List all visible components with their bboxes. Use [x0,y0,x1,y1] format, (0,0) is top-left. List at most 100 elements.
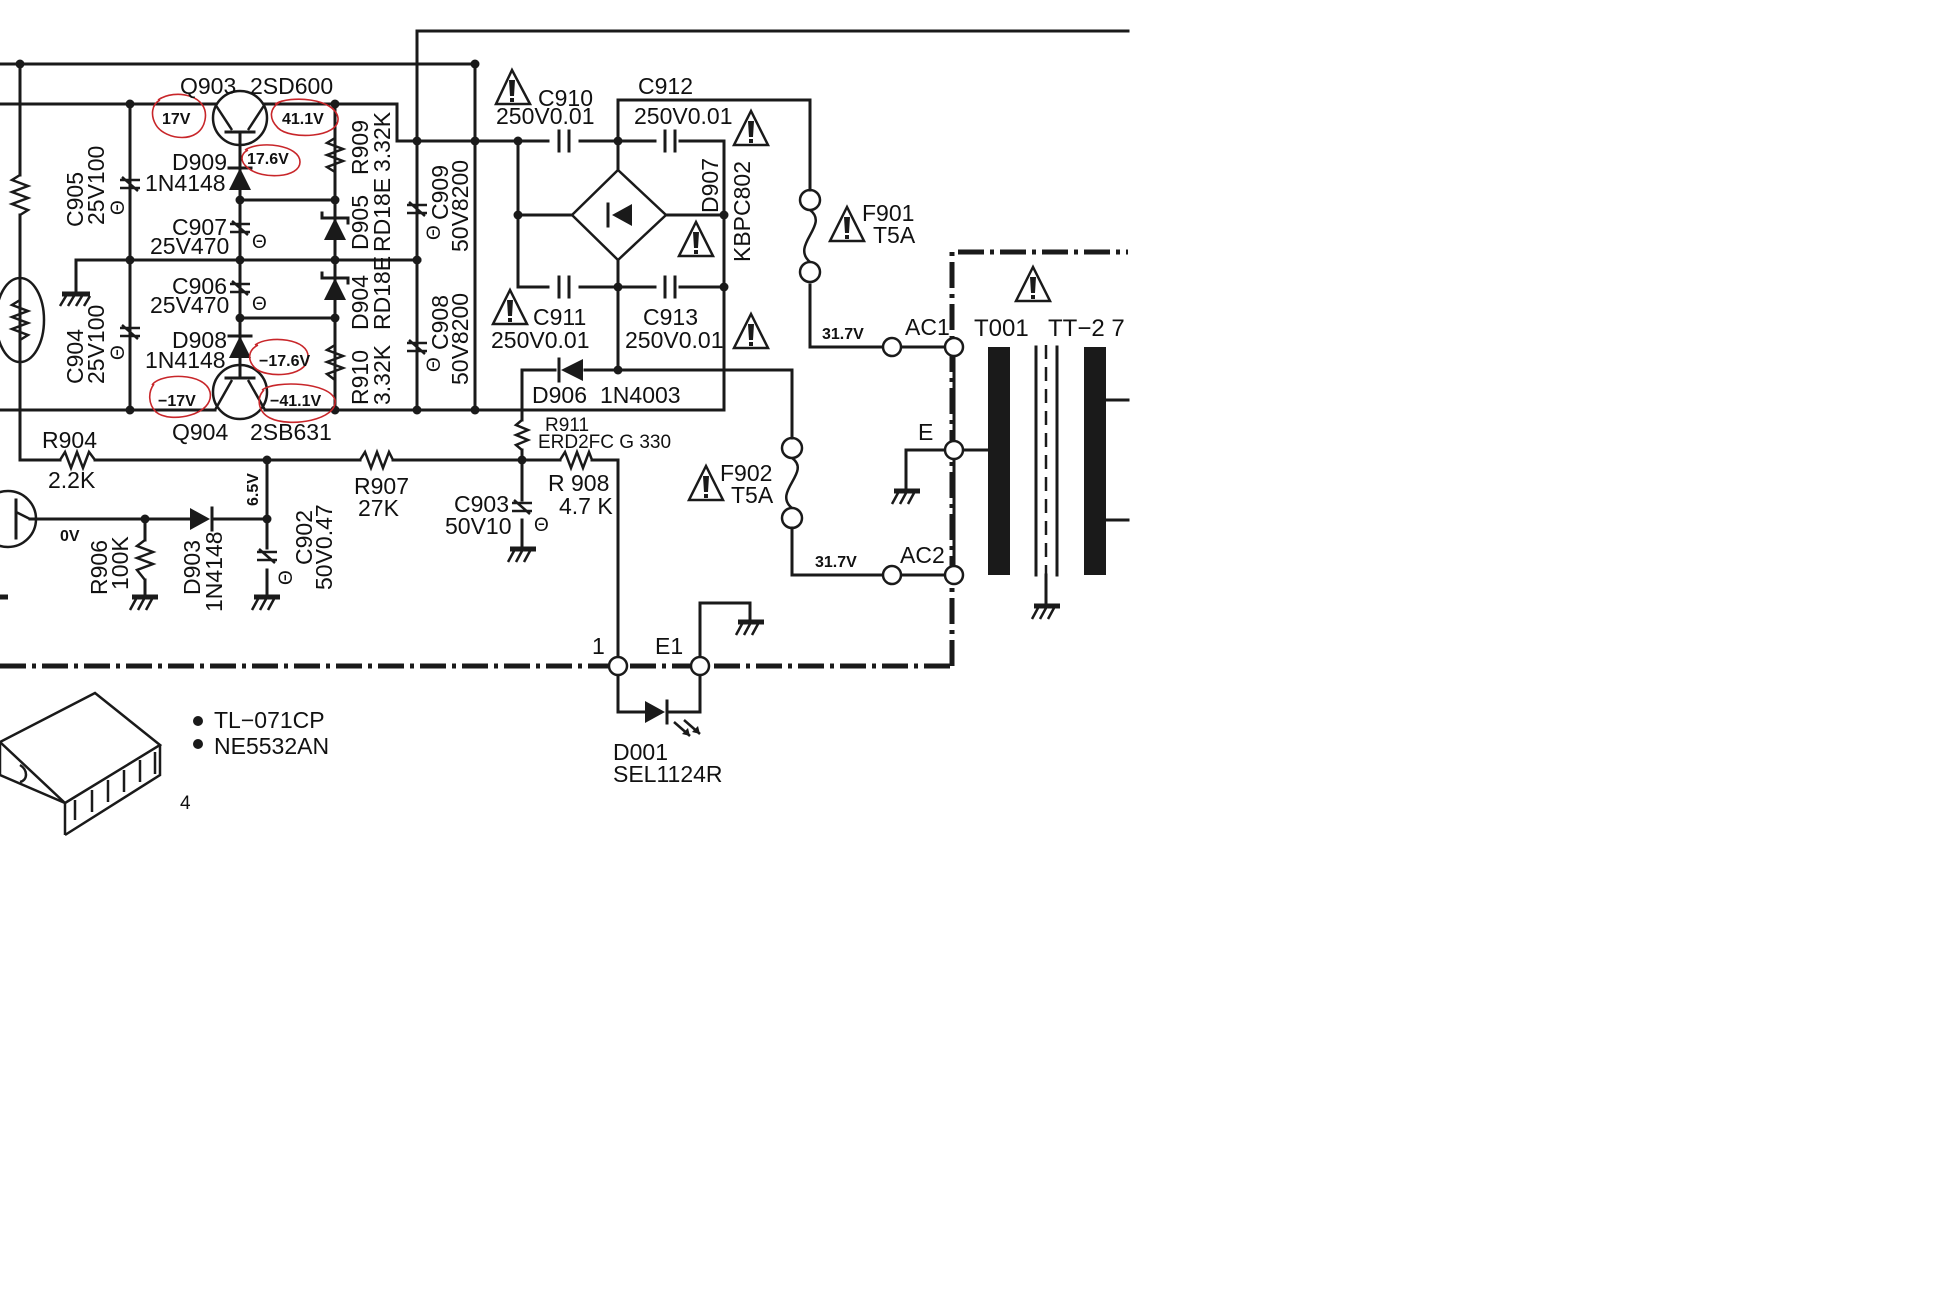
label-d907: D907 [697,158,723,213]
terminals [607,336,965,677]
ground-icon [506,546,536,563]
label-c912-val: 250V0.01 [634,103,732,129]
label-f901: F901 [862,200,914,226]
warning-icon [676,219,716,258]
annotation-17v: 17V [162,111,191,128]
label-d907-part: KBPC802 [729,161,755,262]
label-d908-part: 1N4148 [145,347,226,373]
label-c906-pol: Θ [252,294,267,315]
label-c905-val: 25V100 [83,146,109,225]
label-r909-val: 3.32K [369,111,395,172]
label-c909: C909 [427,165,453,220]
warning-icon [494,67,533,106]
diodes [190,166,701,737]
ground-symbols [0,291,1060,636]
label-node-e1: E1 [655,633,683,659]
label-d903-part: 1N4148 [201,531,227,612]
label-r904-val: 2.2K [48,467,96,493]
label-c912: C912 [638,73,693,99]
label-c903-pol: Θ [534,515,549,536]
label-r910: R910 [347,350,373,405]
label-r910-val: 3.32K [369,344,395,405]
label-r911-part: ERD2FC G 330 [538,432,671,453]
label-r907-val: 27K [358,495,400,521]
component-labels: Q903 2SD600 Q904 2SB631 C905 25V100 Θ C9… [42,73,1125,814]
transistor-q904-symbol [211,363,269,421]
label-31-7v-bot: 31.7V [815,554,857,571]
transistor-q903-symbol [211,89,269,147]
label-c909-val: 50V8200 [447,160,473,252]
label-c903-val: 50V10 [445,513,512,539]
label-r906: R906 [86,540,112,595]
label-t001: T001 [974,315,1029,342]
warning-icons [490,67,1053,502]
bridge-rectifier-d907 [570,168,668,262]
ground-icon [58,291,92,307]
label-c913: C913 [643,304,698,330]
label-d905-part: RD18E [369,178,395,252]
resistors [0,136,594,581]
label-c906-val: 25V470 [150,292,229,318]
label-d906-part: 1N4003 [600,382,681,408]
warning-icon [1013,264,1053,303]
label-d909-part: 1N4148 [145,170,226,196]
warning-icon [686,463,726,502]
label-f901-val: T5A [873,222,916,248]
label-d001-part: SEL1124R [613,761,723,787]
voltage-annotations: 17V 41.1V 17.6V −17.6V −17V −41.1V [158,111,324,410]
label-ac1: AC1 [905,314,950,340]
label-pin4: 4 [180,793,191,814]
warning-icon [731,311,771,350]
label-d903: D903 [179,540,205,595]
label-c904-val: 25V100 [83,305,109,384]
warning-icon [490,287,530,326]
label-c907-val: 25V470 [150,233,229,259]
board-outline [0,249,1128,669]
label-r911: R911 [545,415,589,436]
transformer-t001 [988,345,1130,607]
label-c909-pol: Θ [424,225,445,240]
label-e: E [918,419,933,445]
label-31-7v-top: 31.7V [822,326,864,343]
label-c902: C902 [291,510,317,565]
label-0v: 0V [60,528,80,545]
label-q903: Q903 [180,73,236,99]
label-c904-pol: Θ [108,345,129,360]
red-annotation-circles [148,93,339,424]
label-r907: R907 [354,473,409,499]
label-c908: C908 [427,295,453,350]
ground-icon [890,488,920,505]
junction-dots [15,59,729,524]
label-node-1: 1 [592,633,605,659]
label-c907: C907 [172,214,227,240]
transistor-left-symbol [0,489,38,549]
label-d905: D905 [347,195,373,250]
label-q904-part: 2SB631 [250,419,332,445]
label-q904: Q904 [172,419,228,445]
label-c913-val: 250V0.01 [625,327,723,353]
annotation-neg-17v: −17V [158,393,196,410]
label-c905: C905 [62,172,88,227]
label-c903: C903 [454,491,509,517]
label-c911-val: 250V0.01 [491,327,589,353]
capacitors [120,129,677,564]
label-c910: C910 [538,85,593,111]
label-f902: F902 [720,460,772,486]
label-r904: R904 [42,427,97,453]
ground-icon [128,594,158,611]
label-c908-val: 50V8200 [447,293,473,385]
ground-icon [1030,603,1060,620]
label-chip2: NE5532AN [214,733,329,759]
label-d001: D001 [613,739,668,765]
label-d904: D904 [347,275,373,330]
label-c907-pol: Θ [252,232,267,253]
label-c904: C904 [62,329,88,384]
label-c908-pol: Θ [424,357,445,372]
label-tt: TT−2 7 [1048,315,1125,342]
label-r906-val: 100K [107,536,133,590]
label-6-5v: 6.5V [245,473,262,506]
annotation-neg-17-6v: −17.6V [259,353,310,370]
label-d906: D906 [532,382,587,408]
ic-chip-drawing [0,691,203,837]
label-chip1: TL−071CP [214,707,325,733]
